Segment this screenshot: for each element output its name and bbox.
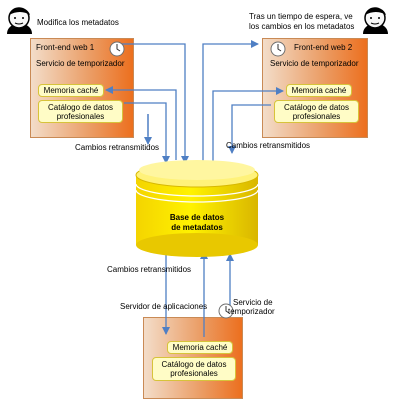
left-flow-label: Cambios retransmitidos bbox=[75, 143, 160, 152]
app-cache-label: Memoria caché bbox=[172, 343, 228, 352]
fe1-title: Front-end web 1 bbox=[36, 43, 95, 52]
app-cache-box: Memoria caché bbox=[167, 341, 233, 354]
fe2-catalog-line1: Catálogo de datos bbox=[284, 102, 349, 112]
database-title-line2: de metadatos bbox=[171, 223, 223, 232]
app-server-title: Servidor de aplicaciones bbox=[120, 302, 208, 311]
user-left-icon bbox=[7, 7, 32, 34]
database-cylinder bbox=[135, 160, 259, 257]
left-user-caption: Modifica los metadatos bbox=[37, 18, 119, 27]
app-catalog-box: Catálogo de datos profesionales bbox=[152, 357, 236, 381]
app-timer-label-line2: temporizador bbox=[228, 307, 275, 316]
fe1-timer-label: Servicio de temporizador bbox=[36, 59, 125, 68]
fe2-title: Front-end web 2 bbox=[294, 43, 353, 52]
fe2-cache-label: Memoria caché bbox=[291, 86, 347, 95]
fe2-cache-box: Memoria caché bbox=[286, 84, 352, 97]
fe2-catalog-line2: profesionales bbox=[292, 111, 341, 121]
database-title-line1: Base de datos bbox=[169, 213, 225, 222]
right-user-caption-line2: los cambios en los metadatos bbox=[249, 22, 355, 31]
fe1-catalog-box: Catálogo de datos profesionales bbox=[38, 100, 123, 123]
right-flow-label: Cambios retransmitidos bbox=[226, 141, 311, 150]
fe1-catalog-line2: profesionales bbox=[56, 111, 105, 121]
bottom-flow-label: Cambios retransmitidos bbox=[107, 265, 192, 274]
app-catalog-line2: profesionales bbox=[170, 369, 218, 378]
fe1-catalog-line1: Catálogo de datos bbox=[48, 102, 113, 112]
fe1-cache-label: Memoria caché bbox=[43, 86, 99, 95]
fe2-timer-label: Servicio de temporizador bbox=[270, 59, 359, 68]
fe2-catalog-box: Catálogo de datos profesionales bbox=[274, 100, 359, 123]
fe1-cache-box: Memoria caché bbox=[38, 84, 104, 97]
app-timer-label-line1: Servicio de bbox=[233, 298, 273, 307]
app-catalog-line1: Catálogo de datos bbox=[161, 360, 227, 369]
user-right-icon bbox=[363, 7, 388, 34]
right-user-caption-line1: Tras un tiempo de espera, ve bbox=[249, 12, 353, 21]
